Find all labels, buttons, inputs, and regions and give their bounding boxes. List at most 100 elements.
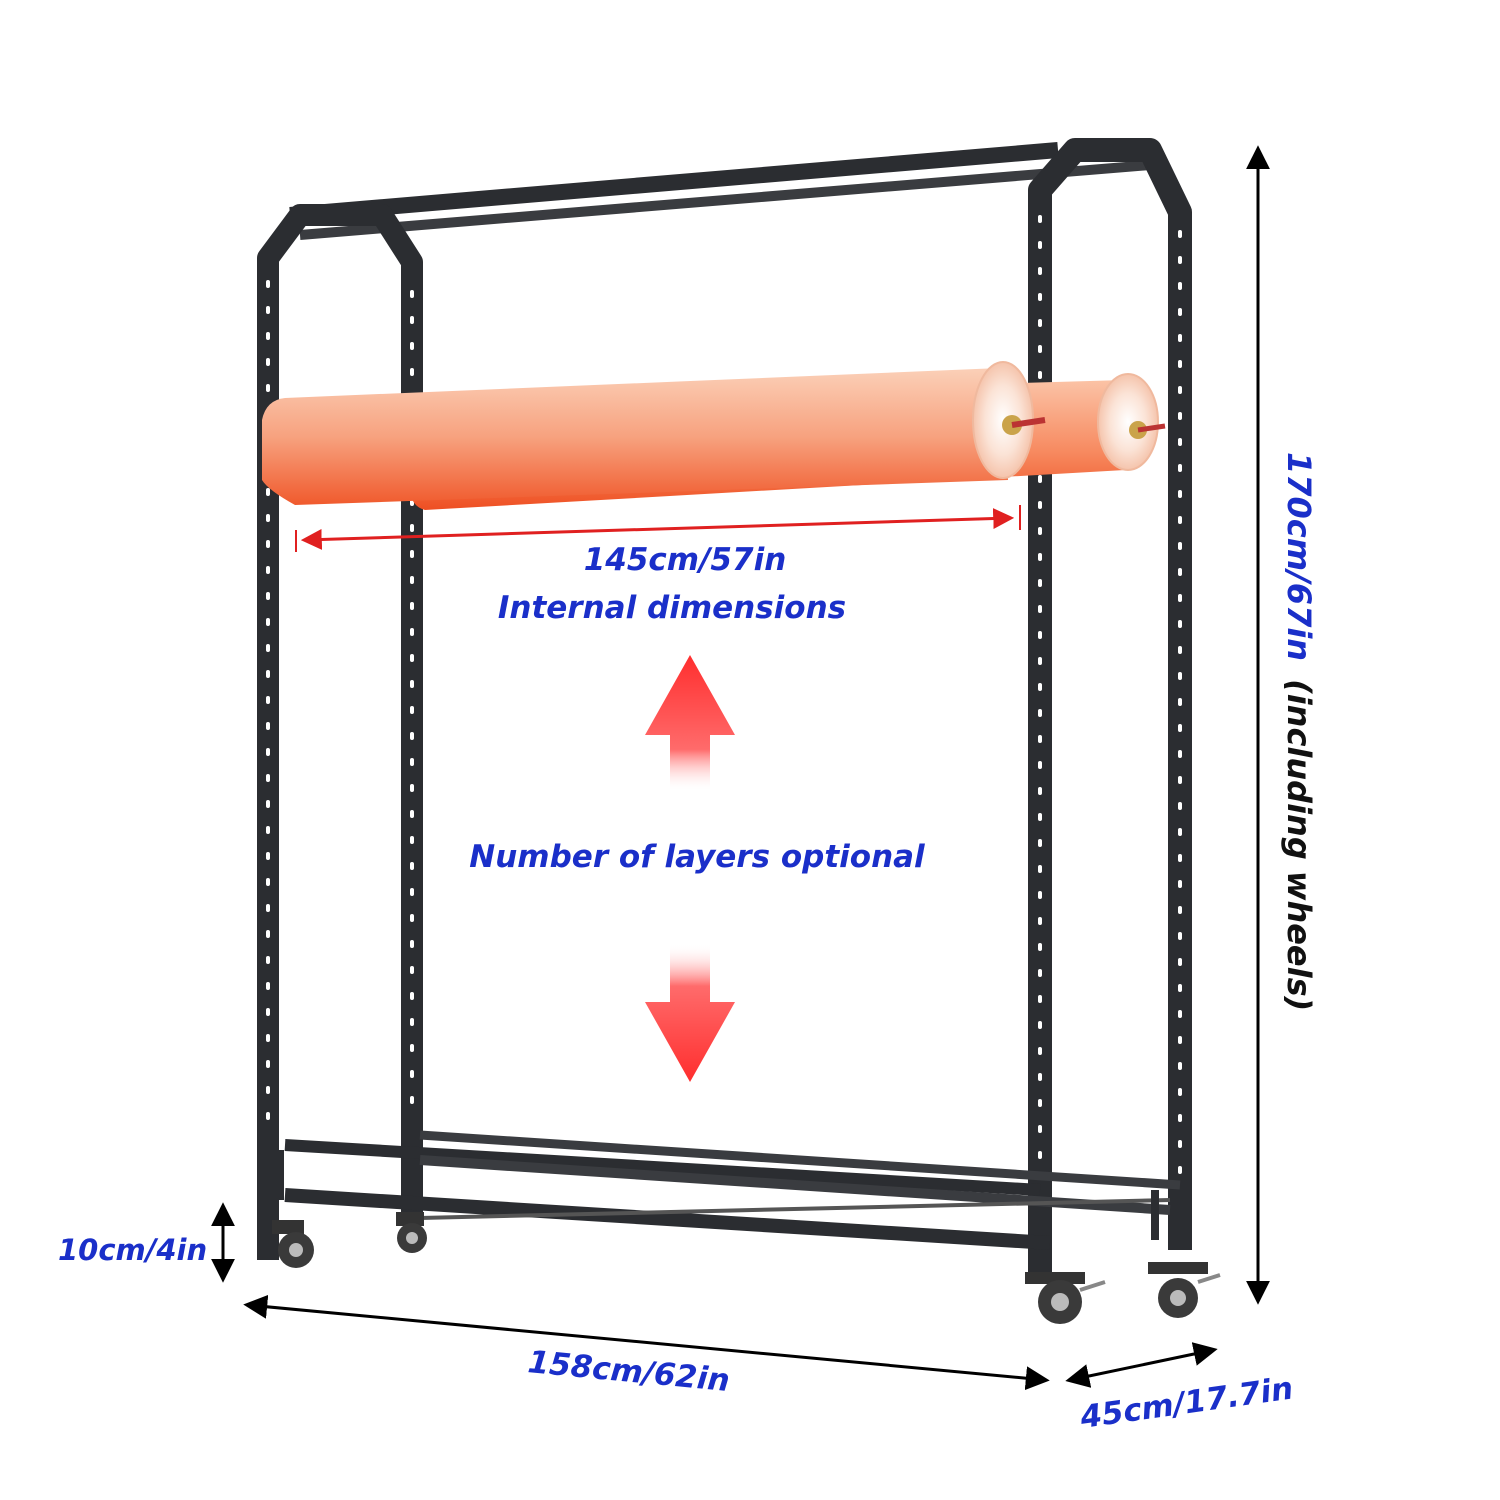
layers-caption: Number of layers optional	[469, 839, 925, 875]
up-arrow-icon	[645, 655, 735, 790]
slot-hole	[1038, 683, 1042, 691]
slot-hole	[1178, 542, 1182, 550]
slot-hole	[410, 732, 414, 740]
slot-hole	[266, 358, 270, 366]
slot-hole	[1038, 579, 1042, 587]
slot-hole	[410, 654, 414, 662]
slot-hole	[410, 524, 414, 532]
slot-hole	[266, 904, 270, 912]
slot-hole	[1178, 594, 1182, 602]
slot-hole	[266, 618, 270, 626]
slot-hole	[266, 488, 270, 496]
slot-hole	[266, 722, 270, 730]
slot-hole	[266, 748, 270, 756]
slot-hole	[1178, 1062, 1182, 1070]
slot-hole	[1178, 464, 1182, 472]
slot-hole	[266, 696, 270, 704]
height-note: (including wheels)	[1280, 679, 1318, 1011]
slot-hole	[1178, 334, 1182, 342]
slot-hole	[1038, 839, 1042, 847]
slot-hole	[1178, 698, 1182, 706]
height-label: 170cm/67in	[1280, 452, 1318, 661]
slot-hole	[1038, 813, 1042, 821]
slot-hole	[410, 368, 414, 376]
slot-hole	[1178, 1166, 1182, 1174]
slot-hole	[266, 1034, 270, 1042]
slot-hole	[1178, 932, 1182, 940]
slot-hole	[266, 852, 270, 860]
slot-hole	[1038, 553, 1042, 561]
slot-hole	[410, 810, 414, 818]
slot-hole	[266, 592, 270, 600]
slot-hole	[1038, 215, 1042, 223]
total-width-arrow	[243, 1294, 1050, 1391]
slot-hole	[266, 1086, 270, 1094]
slot-hole	[410, 290, 414, 298]
slot-hole	[266, 566, 270, 574]
slot-hole	[266, 540, 270, 548]
slot-hole	[1038, 761, 1042, 769]
slot-hole	[266, 332, 270, 340]
slot-hole	[1178, 750, 1182, 758]
slot-hole	[266, 1112, 270, 1120]
slot-hole	[1038, 371, 1042, 379]
slot-hole	[410, 1018, 414, 1026]
slot-hole	[266, 930, 270, 938]
slot-hole	[1038, 1047, 1042, 1055]
slot-hole	[266, 644, 270, 652]
slot-hole	[410, 1044, 414, 1052]
wheel-height-label: 10cm/4in	[58, 1233, 207, 1267]
slot-hole	[410, 862, 414, 870]
slot-hole	[1178, 880, 1182, 888]
slot-hole	[266, 956, 270, 964]
slot-hole	[266, 1060, 270, 1068]
slot-hole	[1038, 1021, 1042, 1029]
wheel-icon	[272, 1220, 314, 1268]
slot-hole	[410, 836, 414, 844]
slot-hole	[1178, 724, 1182, 732]
slot-hole	[1038, 501, 1042, 509]
slot-hole	[1038, 995, 1042, 1003]
slot-hole	[1038, 943, 1042, 951]
internal-width-label: 145cm/57in	[584, 542, 787, 578]
slot-hole	[1178, 802, 1182, 810]
upright-holes	[266, 215, 1182, 1174]
slot-hole	[1038, 1099, 1042, 1107]
slot-hole	[1038, 527, 1042, 535]
slot-hole	[410, 576, 414, 584]
wheel-icon	[396, 1212, 427, 1253]
slot-hole	[410, 966, 414, 974]
wheel-icon	[1025, 1272, 1106, 1324]
internal-width-arrow	[295, 505, 1021, 552]
internal-dimensions-caption: Internal dimensions	[498, 590, 846, 626]
slot-hole	[1038, 657, 1042, 665]
slot-hole	[266, 878, 270, 886]
slot-hole	[1038, 319, 1042, 327]
slot-hole	[1038, 293, 1042, 301]
slot-hole	[266, 384, 270, 392]
slot-hole	[1178, 1010, 1182, 1018]
slot-hole	[410, 680, 414, 688]
slot-hole	[266, 774, 270, 782]
slot-hole	[266, 826, 270, 834]
slot-hole	[410, 316, 414, 324]
slot-hole	[1038, 631, 1042, 639]
depth-arrow	[1065, 1342, 1218, 1388]
slot-hole	[1178, 828, 1182, 836]
slot-hole	[410, 1070, 414, 1078]
slot-hole	[410, 940, 414, 948]
caster-wheels	[272, 1212, 1221, 1324]
slot-hole	[410, 602, 414, 610]
slot-hole	[1178, 490, 1182, 498]
slot-hole	[410, 914, 414, 922]
slot-hole	[266, 280, 270, 288]
slot-hole	[410, 758, 414, 766]
slot-hole	[1038, 605, 1042, 613]
slot-hole	[1038, 709, 1042, 717]
slot-hole	[1178, 1114, 1182, 1122]
slot-hole	[1178, 776, 1182, 784]
slot-hole	[1038, 241, 1042, 249]
slot-hole	[1038, 891, 1042, 899]
slot-hole	[410, 550, 414, 558]
